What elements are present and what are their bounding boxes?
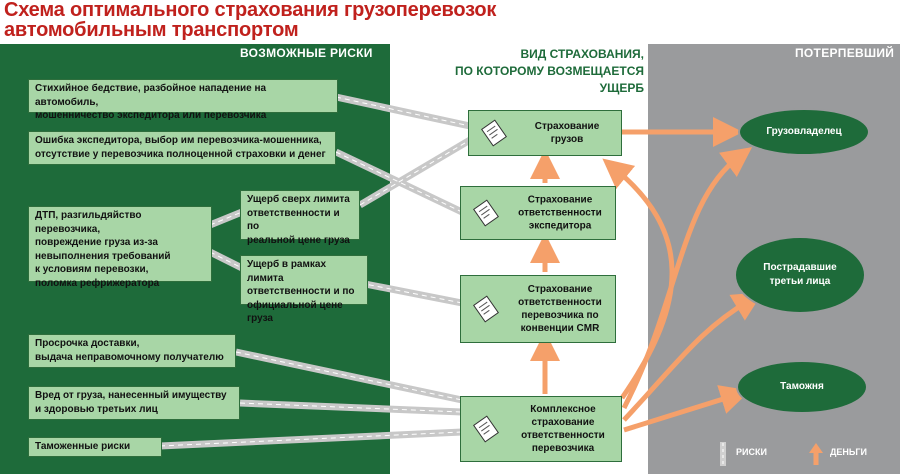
victim-2-line-1: Пострадавшие <box>763 262 837 273</box>
risk-3-line-2: повреждение груза из-за <box>35 237 158 248</box>
risk-box-customs: Таможенные риски <box>28 437 162 457</box>
arrow-complex-to-owner <box>621 147 753 410</box>
insurance-box-forwarder: Страхование ответственности экспедитора <box>460 186 616 240</box>
risk-box-delay: Просрочка доставки, выдача неправомочном… <box>28 334 236 368</box>
victim-3-line-1: Таможня <box>780 381 824 392</box>
document-icon <box>481 119 507 147</box>
ins-2-line-2: ответственности <box>518 207 602 219</box>
ins-1-line-1: Страхование <box>534 121 600 132</box>
risk-2-line-2: отсутствие у перевозчика полноценной стр… <box>35 148 326 160</box>
damage-2-line-1: Ущерб в рамках лимита <box>247 259 327 284</box>
page-title: Схема оптимального страхования грузопере… <box>4 0 496 40</box>
risk-4-line-2: выдача неправомочному получателю <box>35 351 224 363</box>
insurance-header-line-3: УЩЕРБ <box>599 81 644 95</box>
legend-risks-label: РИСКИ <box>736 447 767 457</box>
risk-connectors <box>159 93 472 450</box>
insurance-complex-label: Комплексное страхование ответственности … <box>509 403 617 455</box>
damage-1-line-3: реальной цене груза <box>247 234 350 246</box>
title-line-1: Схема оптимального страхования грузопере… <box>4 0 497 21</box>
risk-5-line-1: Вред от груза, нанесенный имуществу <box>35 390 227 401</box>
risk-3-line-1: ДТП, разгильдяйство перевозчика, <box>35 210 142 235</box>
victim-customs: Таможня <box>738 362 866 412</box>
risk-3-line-4: к условиям перевозки, <box>35 264 149 275</box>
risk-4-line-1: Просрочка доставки, <box>35 338 140 349</box>
insurance-box-complex: Комплексное страхование ответственности … <box>460 396 622 462</box>
victim-2-line-2: третьи лица <box>769 276 831 287</box>
document-icon <box>473 199 499 227</box>
victim-1-line-1: Грузовладелец <box>766 126 842 137</box>
insurance-cmr-label: Страхование ответственности перевозчика … <box>509 283 611 335</box>
arrow-complex-to-customs <box>623 385 751 433</box>
risk-box-accident: ДТП, разгильдяйство перевозчика, поврежд… <box>28 206 212 289</box>
ins-4-line-3: ответственности <box>521 430 605 441</box>
victim-cargo-owner: Грузовладелец <box>740 110 868 154</box>
ins-1-line-2: грузов <box>550 134 584 145</box>
insurance-header: ВИД СТРАХОВАНИЯ, ПО КОТОРОМУ ВОЗМЕЩАЕТСЯ… <box>400 46 644 97</box>
ins-3-line-3: перевозчика по <box>521 310 599 321</box>
risk-box-natural-disaster: Стихийное бедствие, разбойное нападение … <box>28 79 338 121</box>
title-line-2: автомобильным транспортом <box>4 19 299 41</box>
victim-third-parties: Пострадавшие третьи лица <box>736 238 864 312</box>
victims-header: ПОТЕРПЕВШИЙ <box>795 46 895 60</box>
arrow-legend-icon <box>809 443 823 465</box>
damage-1-line-2: ответственности и по <box>247 207 340 233</box>
damage-2-line-3: официальной цене груза <box>247 299 343 325</box>
risk-box-forwarder-error: Ошибка экспедитора, выбор им перевозчика… <box>28 131 336 165</box>
road-9 <box>159 428 463 450</box>
ins-4-line-2: страхование <box>531 417 595 428</box>
legend-money-label: ДЕНЬГИ <box>830 447 867 457</box>
risk-box-cargo-harm: Вред от груза, нанесенный имуществу и зд… <box>28 386 240 420</box>
insurance-header-line-2: ПО КОТОРОМУ ВОЗМЕЩАЕТСЯ <box>454 64 644 78</box>
ins-3-line-1: Страхование <box>527 284 593 295</box>
insurance-box-cmr: Страхование ответственности перевозчика … <box>460 275 616 343</box>
document-icon <box>473 415 499 443</box>
risk-1-line-2: мошенничество экспедитора или перевозчик… <box>35 110 267 121</box>
damage-box-within-limit: Ущерб в рамках лимита ответственности и … <box>240 255 368 324</box>
risk-6-line-1: Таможенные риски <box>35 441 131 452</box>
risks-header: ВОЗМОЖНЫЕ РИСКИ <box>240 46 373 60</box>
road-legend-icon <box>720 442 726 466</box>
risk-3-line-5: поломка рефрижератора <box>35 277 160 289</box>
insurance-box-cargo: Страхование грузов <box>468 110 622 156</box>
insurance-forwarder-label: Страхование ответственности экспедитора <box>509 194 611 233</box>
ins-4-line-1: Комплексное <box>530 404 596 415</box>
ins-3-line-2: ответственности <box>518 297 602 308</box>
ins-4-line-4: перевозчика <box>531 443 595 454</box>
risk-3-line-3: невыполнения требований <box>35 250 171 262</box>
document-icon <box>473 295 499 323</box>
insurance-header-line-1: ВИД СТРАХОВАНИЯ, <box>520 47 645 61</box>
damage-2-line-2: ответственности и по <box>247 286 355 297</box>
ins-3-line-4: конвенции CMR <box>520 323 600 334</box>
road-6 <box>359 279 463 307</box>
ins-2-line-3: экспедитора <box>528 220 592 232</box>
road-7 <box>235 348 463 404</box>
risk-5-line-2: и здоровью третьих лиц <box>35 403 158 415</box>
ins-2-line-1: Страхование <box>527 194 593 206</box>
risk-2-line-1: Ошибка экспедитора, выбор им перевозчика… <box>35 135 322 146</box>
arrow-complex-to-third <box>622 292 763 422</box>
damage-1-line-1: Ущерб сверх лимита <box>247 194 350 205</box>
damage-box-over-limit: Ущерб сверх лимита ответственности и по … <box>240 190 360 246</box>
money-arrows <box>530 117 763 433</box>
risk-1-line-1: Стихийное бедствие, разбойное нападение … <box>35 83 267 108</box>
insurance-cargo-label: Страхование грузов <box>517 120 617 146</box>
